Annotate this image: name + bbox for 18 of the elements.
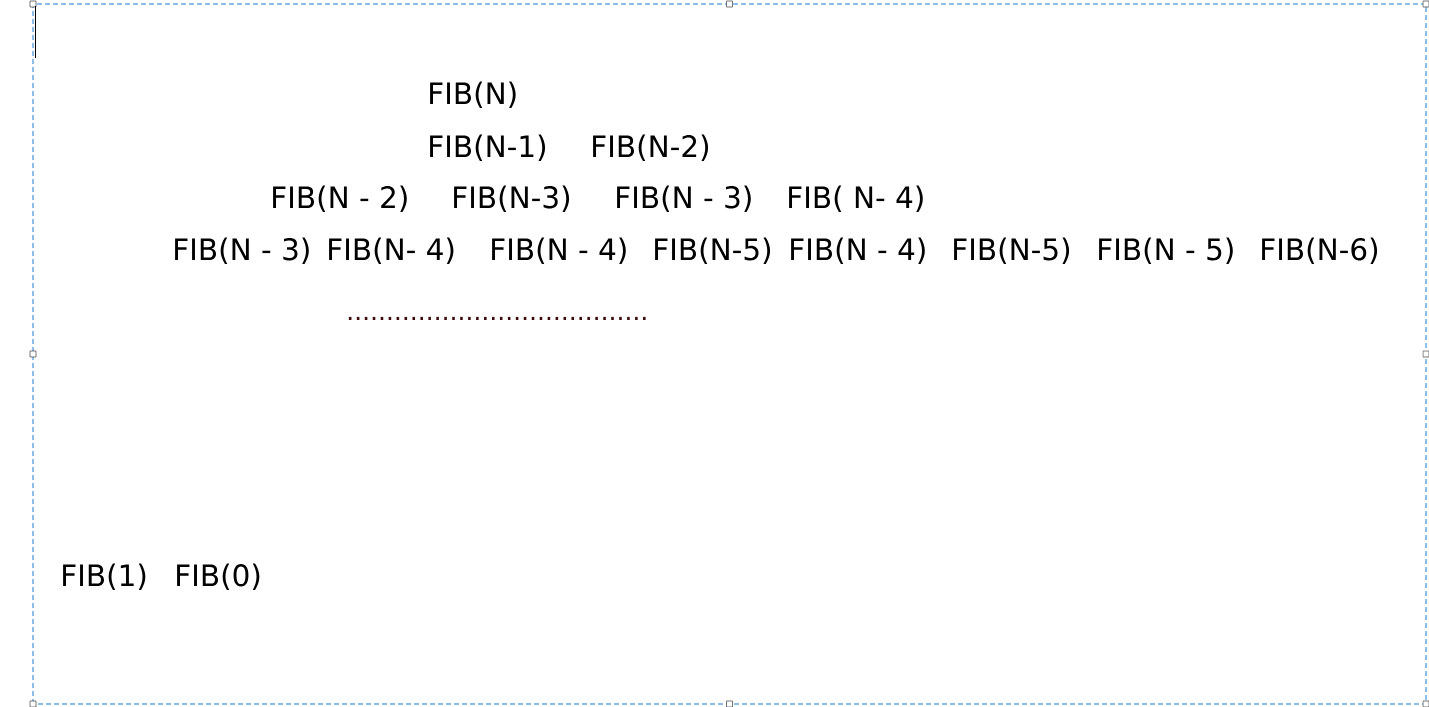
recursion-term: FIB(N - 2): [273, 185, 407, 212]
recursion-term: FIB(N- 4): [329, 237, 454, 264]
recursion-term: FIB(N-5): [655, 237, 771, 264]
recursion-term: FIB(1): [63, 563, 146, 590]
recursion-term: FIB(N-3): [454, 185, 570, 212]
recursion-term: FIB(N-6): [1262, 237, 1378, 264]
recursion-term: FIB(N - 3): [617, 185, 751, 212]
recursion-term: FIB(N - 5): [1099, 237, 1233, 264]
recursion-term: FIB(N-2): [593, 134, 709, 161]
recursion-term: FIB(N-1): [430, 134, 546, 161]
recursion-term: FIB(N-5): [954, 237, 1070, 264]
recursion-term: FIB(N - 4): [791, 237, 925, 264]
recursion-term: FIB(N - 4): [492, 237, 626, 264]
recursion-term: FIB(N): [430, 81, 516, 108]
recursion-term: FIB(0): [177, 563, 260, 590]
ellipsis-dots: ......................................: [348, 316, 646, 320]
recursion-term: FIB(N - 3): [175, 237, 309, 264]
recursion-term: FIB( N- 4): [789, 185, 923, 212]
